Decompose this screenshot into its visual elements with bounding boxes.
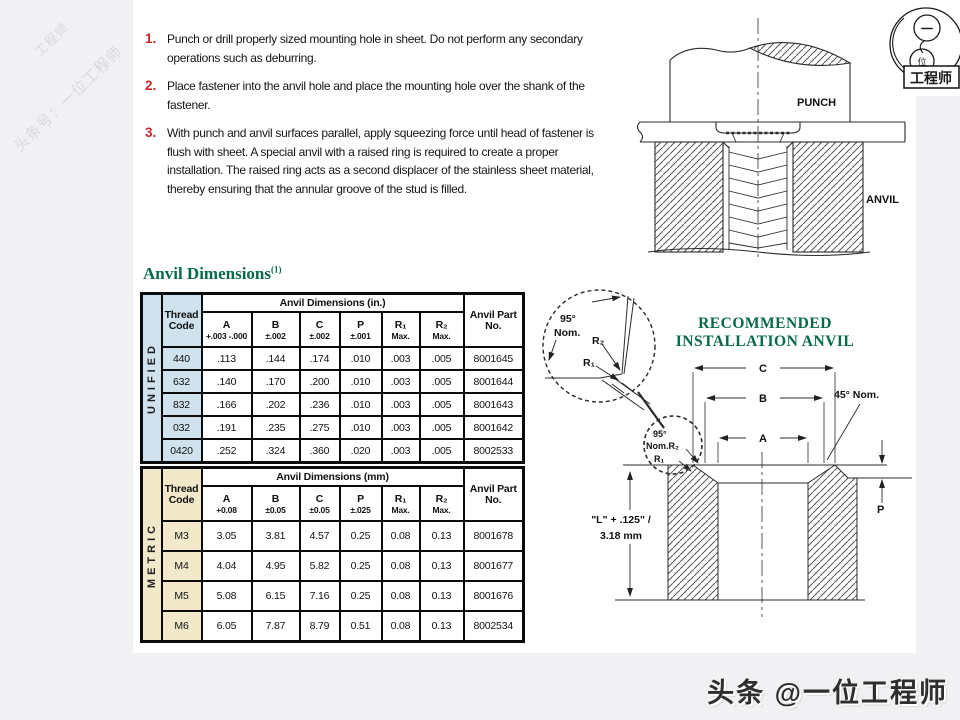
height-note-backing xyxy=(590,510,652,544)
step-number: 1. xyxy=(145,31,157,46)
part-no-header: Anvil Part No. xyxy=(462,466,525,522)
col-header-b: B±.002 xyxy=(250,311,301,348)
instruction-step-3: 3. With punch and anvil surfaces paralle… xyxy=(145,124,610,198)
span-header: Anvil Dimensions (mm) xyxy=(200,466,465,487)
thread-code-header: Thread Code xyxy=(160,292,203,348)
anvil-left-hatch xyxy=(654,141,724,253)
col-header-b: B±0.05 xyxy=(250,485,301,522)
step-number: 3. xyxy=(145,125,157,140)
metric-dimensions-table: METRIC Thread Code Anvil Dimensions (mm)… xyxy=(140,466,525,643)
col-header-c: C±.002 xyxy=(298,311,341,348)
anvil-wall-right xyxy=(807,464,858,601)
punch-anvil-figure: PUNCH ANVIL xyxy=(636,18,906,258)
detail-r2-label: R₂ xyxy=(592,335,605,347)
threaded-stud xyxy=(728,146,788,250)
logo-box xyxy=(903,65,960,89)
step-number: 2. xyxy=(145,78,157,93)
instruction-step-1: 1. Punch or drill properly sized mountin… xyxy=(145,30,610,67)
figure-title-line1: RECOMMENDED xyxy=(698,315,832,332)
callout-angle-label: 95° xyxy=(653,429,667,439)
figure-title-line2: INSTALLATION ANVIL xyxy=(676,333,855,350)
metric-section-strip: METRIC xyxy=(140,466,163,643)
detail-r1-label: R₁ xyxy=(583,357,595,369)
diagonal-watermark: 头条号：一位工程师 xyxy=(10,43,127,156)
diagonal-watermark-fragment: 工程师 xyxy=(31,19,73,60)
punch-break-line xyxy=(669,47,751,61)
thread-code-header: Thread Code xyxy=(160,466,203,522)
anvil-label: ANVIL xyxy=(866,194,899,206)
height-note-line2: 3.18 mm xyxy=(600,530,642,542)
logo-char-bottom: 位 xyxy=(917,56,926,67)
installation-anvil-figure: RECOMMENDED INSTALLATION ANVIL xyxy=(542,289,912,617)
unified-dimensions-table: UNIFIED Thread Code Anvil Dimensions (in… xyxy=(140,292,525,464)
logo-char-top: 一 xyxy=(921,22,933,36)
installation-instructions: 1. Punch or drill properly sized mountin… xyxy=(145,30,610,208)
anvil-break-line xyxy=(647,247,871,257)
dim-p-label: P xyxy=(877,504,884,516)
anvil-wall-left xyxy=(667,464,719,601)
col-header-p: P±.001 xyxy=(338,311,383,348)
logo-box-label: 工程师 xyxy=(910,70,952,86)
height-note-line1: "L" + .125" / xyxy=(591,514,651,526)
fastener-head xyxy=(715,122,801,134)
callout-r1-label: R₁ xyxy=(654,454,664,464)
unified-section-strip: UNIFIED xyxy=(140,292,163,464)
dim-b-label: B xyxy=(759,393,767,405)
title-footnote-marker: (1) xyxy=(271,264,282,275)
footer-credit: 头条 @一位工程师 xyxy=(707,678,948,708)
section-label: METRIC xyxy=(145,521,158,588)
punch-label: PUNCH xyxy=(797,97,836,109)
anvil-right-hatch xyxy=(792,141,864,253)
sheet-break-line xyxy=(636,121,644,143)
detail-circle xyxy=(542,289,656,403)
detail-nom-label: Nom. xyxy=(554,327,580,339)
title-text: Anvil Dimensions xyxy=(143,264,271,283)
instruction-step-2: 2. Place fastener into the anvil hole an… xyxy=(145,77,610,114)
punch-section-hatch xyxy=(748,42,852,67)
chamfer-note: 45° Nom. xyxy=(834,389,879,401)
part-no-header: Anvil Part No. xyxy=(462,292,525,348)
dim-a-label: A xyxy=(759,433,767,445)
col-header-c: C±0.05 xyxy=(298,485,341,522)
dim-c-label: C xyxy=(759,363,767,375)
col-header-a: A+0.08 xyxy=(200,485,253,522)
step-text: Place fastener into the anvil hole and p… xyxy=(167,79,585,112)
span-header: Anvil Dimensions (in.) xyxy=(200,292,465,313)
col-header-a: A+.003 -.000 xyxy=(200,311,253,348)
section-label: UNIFIED xyxy=(145,342,158,414)
step-text: With punch and anvil surfaces parallel, … xyxy=(167,126,594,196)
step-text: Punch or drill properly sized mounting h… xyxy=(167,32,583,65)
detail-angle-label: 95° xyxy=(560,313,576,325)
col-header-p: P±.025 xyxy=(338,485,383,522)
anvil-dimensions-title: Anvil Dimensions(1) xyxy=(143,264,282,284)
callout-nomr2-label: Nom.R₂ xyxy=(646,441,679,451)
engineer-logo: 一 位 工程师 xyxy=(889,7,960,89)
